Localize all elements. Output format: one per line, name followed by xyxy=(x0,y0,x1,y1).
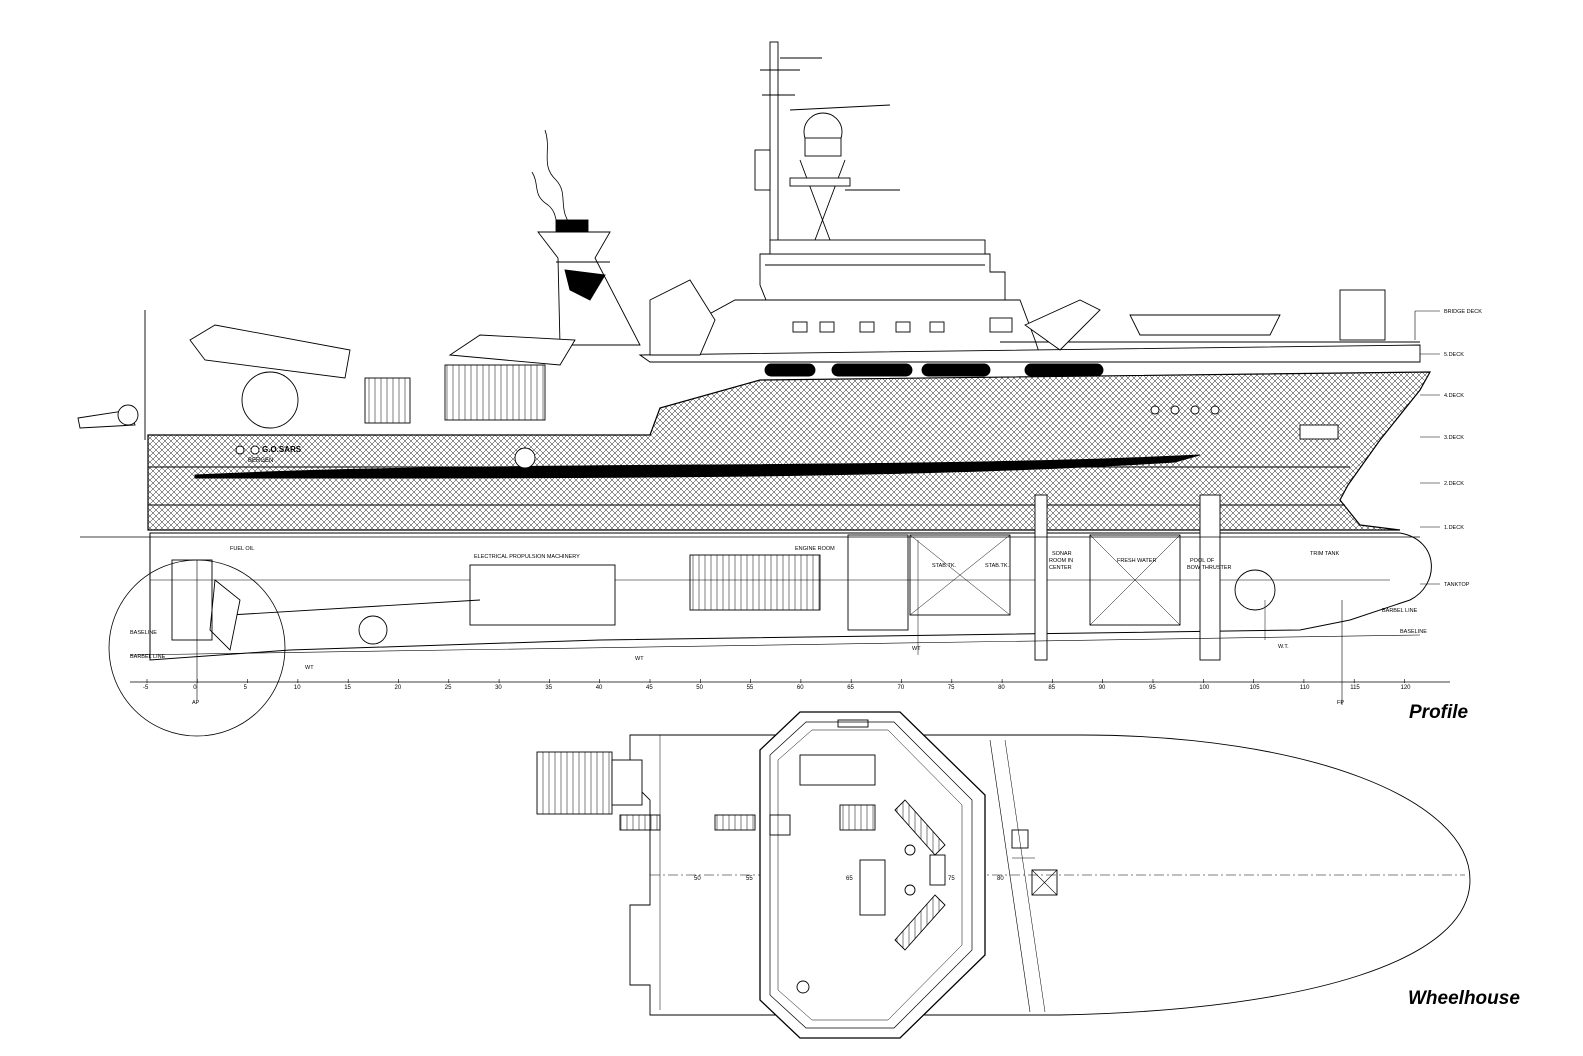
room-label: STAB.TK. xyxy=(985,563,1010,569)
frame-number: 20 xyxy=(395,685,402,691)
deck-label: 4.DECK xyxy=(1444,393,1464,399)
lower-hull xyxy=(149,494,1432,661)
frame-number: 40 xyxy=(596,685,603,691)
frame-number: 65 xyxy=(846,876,853,882)
frame-numbers: -5 0 5 10 15 20 25 30 35 40 45 50 55 60 65 70 75 80 85 90 95… xyxy=(143,679,1411,691)
frame-number: 95 xyxy=(1149,685,1156,691)
room-label: BOW THRUSTER xyxy=(1187,565,1232,571)
funnel xyxy=(537,219,641,346)
frame-number: 30 xyxy=(495,685,502,691)
wheelhouse-title: Wheelhouse xyxy=(1408,988,1520,1009)
room-label: ENGINE ROOM xyxy=(795,546,835,552)
frame-number: 25 xyxy=(445,685,452,691)
frame-number: 70 xyxy=(898,685,905,691)
room-label: SONAR xyxy=(1052,551,1072,557)
hull-name-text: G.O.SARS xyxy=(262,445,302,454)
wheelhouse-outline xyxy=(759,711,986,1039)
aft-equipment-box xyxy=(536,751,613,815)
room-label: BARBEL LINE xyxy=(130,654,166,660)
wheelhouse-view xyxy=(536,711,1471,1039)
profile-view: G.O.SARS BERGEN xyxy=(77,41,1450,737)
marker-ap: AP xyxy=(192,700,200,706)
markers: AP FP WT WT WT W.T. xyxy=(192,644,1344,706)
superstructure xyxy=(638,239,1421,377)
deck-label: TANKTOP xyxy=(1444,582,1470,588)
frame-number: 110 xyxy=(1300,685,1310,691)
marker-wt: WT xyxy=(912,646,921,652)
deck-label: 2.DECK xyxy=(1444,481,1464,487)
marker-wt: WT xyxy=(635,656,644,662)
room-labels: ELECTRICAL PROPULSION MACHINERY ENGINE R… xyxy=(130,546,1339,660)
frame-number: 35 xyxy=(545,685,552,691)
main-mast xyxy=(754,41,900,253)
deck-level-markers xyxy=(1414,310,1440,585)
smoke-line xyxy=(544,129,576,231)
frame-number: 0 xyxy=(193,685,197,691)
frame-number: 50 xyxy=(696,685,703,691)
deck-label: 1.DECK xyxy=(1444,525,1464,531)
frame-number: 5 xyxy=(244,685,248,691)
room-label: ELECTRICAL PROPULSION MACHINERY xyxy=(474,554,580,560)
deck-label: 5.DECK xyxy=(1444,352,1464,358)
room-label: BASELINE xyxy=(130,630,157,636)
profile-title: Profile xyxy=(1409,702,1469,723)
deck-label: BRIDGE DECK xyxy=(1444,309,1482,315)
frame-number: 85 xyxy=(1048,685,1055,691)
deck-labels: BRIDGE DECK 5.DECK 4.DECK 3.DECK 2.DECK … xyxy=(1382,309,1482,635)
marker-wt: W.T. xyxy=(1278,644,1289,650)
frame-number: 60 xyxy=(797,685,804,691)
marker-fp: FP xyxy=(1337,700,1344,706)
frame-number: 90 xyxy=(1099,685,1106,691)
frame-number: 100 xyxy=(1199,685,1210,691)
frame-number: 10 xyxy=(294,685,301,691)
frame-number: 75 xyxy=(948,876,955,882)
frame-number: 45 xyxy=(646,685,653,691)
wheelhouse-frame-numbers: 50 55 65 75 80 xyxy=(694,876,1004,882)
frame-number: 105 xyxy=(1250,685,1261,691)
frame-number: 50 xyxy=(694,876,701,882)
aft-deck-equipment xyxy=(77,279,1386,440)
frame-number: 120 xyxy=(1401,685,1412,691)
frame-number: 65 xyxy=(847,685,854,691)
frame-number: 15 xyxy=(344,685,351,691)
frame-number: 80 xyxy=(997,876,1004,882)
frame-number: -5 xyxy=(143,685,149,691)
frame-number: 115 xyxy=(1350,685,1360,691)
frame-number: 55 xyxy=(746,876,753,882)
frame-scale xyxy=(130,540,1450,705)
room-label: CENTER xyxy=(1049,565,1072,571)
room-label: TRIM TANK xyxy=(1310,551,1339,557)
room-label: FUEL OIL xyxy=(230,546,254,552)
hull: G.O.SARS BERGEN xyxy=(147,371,1432,531)
hull-port-text: BERGEN xyxy=(248,458,273,464)
deck-label: 3.DECK xyxy=(1444,435,1464,441)
room-label: POOL OF xyxy=(1190,558,1215,564)
deck-label: BARBEL LINE xyxy=(1382,608,1418,614)
marker-wt: WT xyxy=(305,665,314,671)
frame-number: 55 xyxy=(747,685,754,691)
room-label: STAB.TK. xyxy=(932,563,957,569)
deck-label: BASELINE xyxy=(1400,629,1427,635)
frame-number: 80 xyxy=(998,685,1005,691)
room-label: ROOM IN xyxy=(1049,558,1073,564)
frame-number: 75 xyxy=(948,685,955,691)
room-label: FRESH WATER xyxy=(1117,558,1156,564)
baseline xyxy=(129,634,1421,656)
